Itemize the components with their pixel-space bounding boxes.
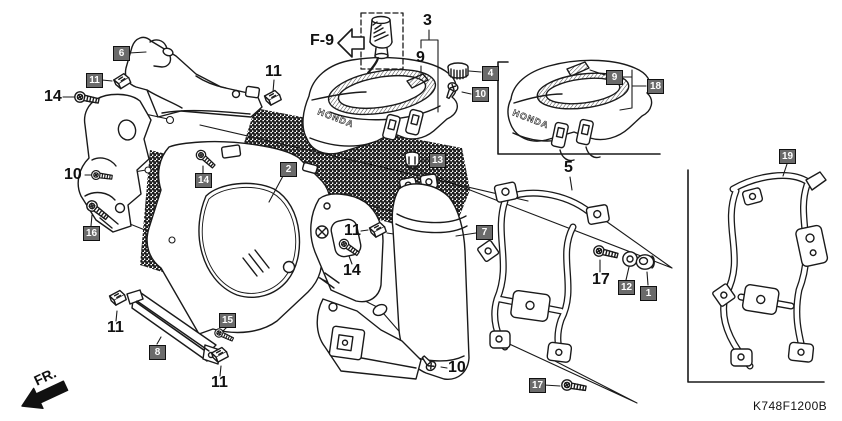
callout-box-18: 18 bbox=[647, 79, 664, 94]
callout-5: 5 bbox=[564, 159, 573, 176]
callout-box-4: 4 bbox=[482, 66, 499, 81]
callout-box-16: 16 bbox=[83, 226, 100, 241]
callout-box-7: 7 bbox=[476, 225, 493, 240]
part-2-front-cover bbox=[146, 140, 332, 335]
callout-9-top: 9 bbox=[416, 49, 425, 66]
part-4-cap bbox=[447, 62, 469, 80]
callout-box-14-center: 14 bbox=[195, 173, 212, 188]
screw-17-mid bbox=[591, 243, 620, 262]
callout-box-2: 2 bbox=[280, 162, 297, 177]
fr-direction-arrow: FR. bbox=[21, 365, 69, 410]
callout-box-10-right: 10 bbox=[472, 87, 489, 102]
callout-11-bottom-left: 11 bbox=[107, 319, 124, 336]
callout-box-11-left: 11 bbox=[86, 73, 103, 88]
part-6-rear-cover bbox=[124, 36, 263, 118]
part-13-grommet bbox=[404, 151, 420, 169]
part-9-pad-right bbox=[566, 61, 590, 77]
screw-17-bottom bbox=[560, 378, 588, 395]
callout-box-6: 6 bbox=[113, 46, 130, 61]
subassembly-border-18 bbox=[497, 61, 661, 155]
callout-box-17-bottom: 17 bbox=[529, 378, 546, 393]
part-9-pad-center bbox=[406, 73, 429, 89]
subassembly-border-19 bbox=[687, 169, 825, 383]
drawing-code: K748F1200B bbox=[753, 399, 828, 413]
callout-17-mid: 17 bbox=[592, 271, 610, 288]
callout-11-top: 11 bbox=[265, 63, 282, 80]
ignition-switch-inset bbox=[360, 12, 404, 75]
callout-box-1: 1 bbox=[640, 286, 657, 301]
f9-view-label: F-9 bbox=[310, 32, 334, 49]
callout-box-12: 12 bbox=[618, 280, 635, 295]
part-5-bracket bbox=[477, 181, 610, 363]
part-18-upper-cover-right: HONDA bbox=[507, 59, 653, 162]
part-left-lower-cover bbox=[77, 93, 152, 233]
clip-11-bottom-left bbox=[108, 289, 128, 307]
callout-10-bottom: 10 bbox=[448, 359, 466, 376]
callout-box-9: 9 bbox=[606, 70, 623, 85]
callout-box-19: 19 bbox=[779, 149, 796, 164]
nut-1 bbox=[635, 254, 655, 270]
callout-14-left: 14 bbox=[44, 88, 62, 105]
washer-12 bbox=[622, 251, 638, 267]
callout-3: 3 bbox=[423, 12, 432, 29]
fasteners bbox=[73, 80, 655, 395]
callout-box-13: 13 bbox=[429, 153, 446, 168]
callout-14-mid: 14 bbox=[343, 262, 361, 279]
clip-11-top-center bbox=[263, 89, 283, 107]
part-19-bracket bbox=[712, 171, 829, 370]
callout-10-left: 10 bbox=[64, 166, 82, 183]
f9-arrow-icon bbox=[337, 28, 365, 58]
leader-lines-short bbox=[62, 29, 788, 387]
callout-11-mid: 11 bbox=[344, 222, 361, 239]
callout-box-8: 8 bbox=[149, 345, 166, 360]
callout-11-bottom-right: 11 bbox=[211, 374, 228, 391]
callout-box-15: 15 bbox=[219, 313, 236, 328]
part-upper-cover-center: HONDA bbox=[302, 56, 458, 155]
